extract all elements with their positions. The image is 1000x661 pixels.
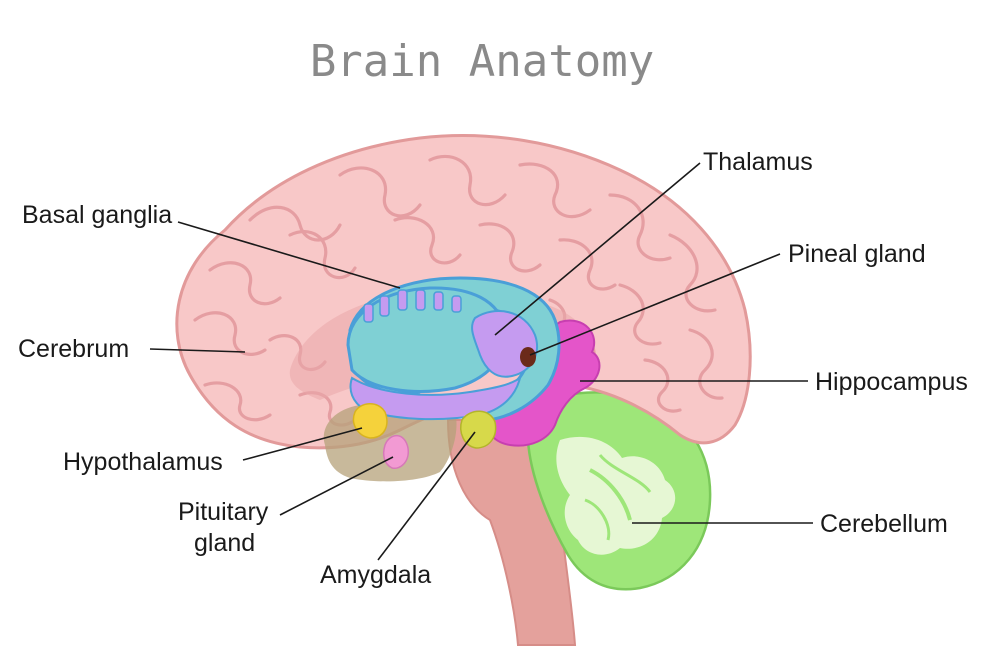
- leader-pituitary: [279, 456, 394, 516]
- pituitary-gland: [382, 434, 409, 470]
- amygdala: [460, 410, 497, 449]
- hypothalamus: [352, 403, 388, 439]
- label-basal-ganglia: Basal ganglia: [22, 201, 172, 229]
- leader-basal-ganglia: [177, 221, 401, 289]
- label-thalamus: Thalamus: [703, 148, 813, 176]
- leader-hypothalamus: [242, 427, 363, 461]
- diagram-title: Brain Anatomy: [310, 36, 654, 87]
- cerebellum-arbor-vitae: [556, 436, 676, 555]
- label-pituitary-line1: Pituitary: [178, 498, 269, 526]
- label-cerebellum: Cerebellum: [820, 510, 948, 538]
- leader-lines: [149, 162, 813, 561]
- label-pineal-gland: Pineal gland: [788, 240, 926, 268]
- label-pituitary-line2: gland: [194, 529, 255, 557]
- leader-amygdala: [377, 431, 476, 561]
- pineal-gland: [520, 347, 536, 367]
- leader-cerebrum: [149, 348, 246, 353]
- basal-ganglia-striations: [363, 289, 462, 323]
- label-cerebrum: Cerebrum: [18, 335, 129, 363]
- label-hippocampus: Hippocampus: [815, 368, 968, 396]
- leader-pineal: [529, 253, 781, 356]
- label-hypothalamus: Hypothalamus: [63, 448, 223, 476]
- leader-thalamus: [494, 162, 701, 336]
- label-amygdala: Amygdala: [320, 561, 431, 589]
